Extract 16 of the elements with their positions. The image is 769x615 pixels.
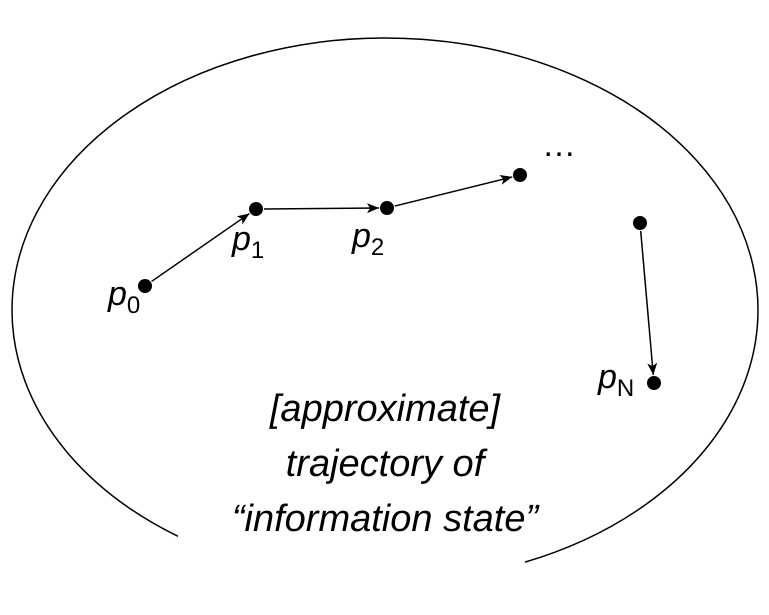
point-dot xyxy=(633,216,647,230)
point-label: p$_{1}$ xyxy=(232,222,264,263)
point-dot xyxy=(647,376,661,390)
arrow xyxy=(264,203,379,214)
point-dot xyxy=(249,202,263,216)
point-label: p$_{N}$ xyxy=(598,360,634,401)
caption-text: [approximate] trajectory of “information state” xyxy=(230,387,540,542)
point-dot xyxy=(380,201,394,215)
arrow xyxy=(394,174,512,207)
point-dot xyxy=(513,168,527,182)
arrow xyxy=(640,230,658,376)
point-label: p$_{0}$ xyxy=(108,277,140,318)
ellipsis-dots: … xyxy=(542,128,576,162)
point-label: p$_{2}$ xyxy=(352,219,384,260)
point-dot xyxy=(138,279,152,293)
arrow xyxy=(151,212,250,282)
